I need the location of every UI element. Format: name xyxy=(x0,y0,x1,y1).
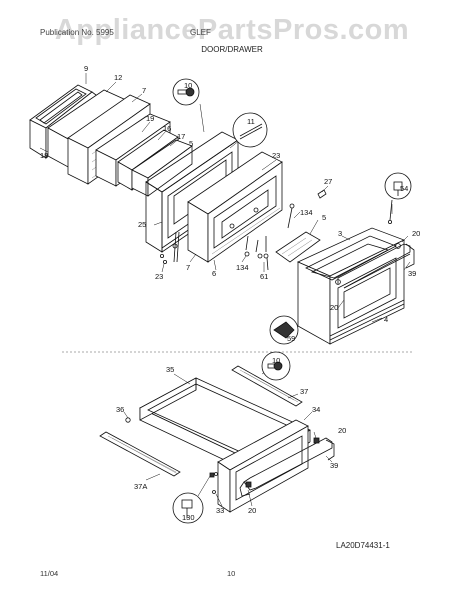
callout-23: 23 xyxy=(272,151,280,160)
callout-33: 33 xyxy=(216,506,224,515)
callout-7-panel: 7 xyxy=(186,263,190,272)
callout-12: 12 xyxy=(114,73,122,82)
callout-35: 35 xyxy=(166,365,174,374)
callout-20-drawer-cap: 20 xyxy=(338,426,346,435)
footer-date: 11/04 xyxy=(40,569,59,578)
badge-11 xyxy=(232,112,268,148)
callout-27: 27 xyxy=(324,177,332,186)
callout-20-drawer-end: 20 xyxy=(248,506,256,515)
part-small-panel xyxy=(275,231,321,263)
callout-39-drawer: 39 xyxy=(330,461,338,470)
callout-6: 6 xyxy=(212,269,216,278)
part-drawer-handle xyxy=(239,437,335,497)
part-drawer-front xyxy=(212,419,309,513)
callout-3: 3 xyxy=(338,229,342,238)
callout-37: 37 xyxy=(300,387,308,396)
callout-39-door: 39 xyxy=(408,269,416,278)
callout-18: 18 xyxy=(40,151,48,160)
callout-134-bottom: 134 xyxy=(236,263,249,272)
callout-34: 34 xyxy=(312,405,320,414)
part-inner-door xyxy=(187,151,283,263)
part-drawer-rail-left xyxy=(99,431,181,477)
callout-134-top: 134 xyxy=(300,208,313,217)
callout-17: 17 xyxy=(177,132,185,141)
callout-10-bottom: 10 xyxy=(272,356,280,365)
part-end-cap-right xyxy=(313,437,320,444)
part-clip xyxy=(317,189,327,199)
model-label: GLEF xyxy=(190,28,211,37)
callout-7: 7 xyxy=(142,86,146,95)
watermark: AppliancePartsPros.com xyxy=(54,14,410,46)
badge-54 xyxy=(384,172,412,200)
callout-54: 54 xyxy=(400,184,408,193)
part-screw-54 xyxy=(387,199,393,224)
badge-59 xyxy=(269,315,299,345)
part-drawer-rail-right xyxy=(231,365,303,407)
part-end-cap-left xyxy=(245,481,252,488)
section-title: DOOR/DRAWER xyxy=(201,45,263,54)
part-screws xyxy=(244,203,295,271)
callout-25: 25 xyxy=(138,220,146,229)
callout-10-top: 10 xyxy=(184,81,192,90)
badge-10-top xyxy=(172,78,200,106)
callout-11: 11 xyxy=(247,117,255,126)
part-outer-door xyxy=(297,227,406,345)
callout-9: 9 xyxy=(84,64,88,73)
callout-labels: 9 12 7 18 19 16 17 5 10 11 23 27 54 25 1… xyxy=(40,64,420,522)
callout-4: 4 xyxy=(384,315,388,324)
badge-130 xyxy=(172,492,204,524)
callout-16: 16 xyxy=(163,124,171,133)
callout-130: 130 xyxy=(182,513,195,522)
callout-5: 5 xyxy=(189,139,193,148)
part-door-handle xyxy=(337,243,415,289)
callout-61: 61 xyxy=(260,272,268,281)
part-slide-stop xyxy=(209,472,215,478)
leader-lines xyxy=(39,73,411,507)
callout-20-door: 20 xyxy=(412,229,420,238)
publication-number: Publication No. 5995 xyxy=(40,28,114,37)
callout-23-hinge: 23 xyxy=(155,272,163,281)
page-number: 10 xyxy=(227,569,236,578)
callout-37A: 37A xyxy=(134,482,147,491)
callout-19: 19 xyxy=(146,114,154,123)
part-hinge-left xyxy=(159,231,180,264)
part-bumper xyxy=(125,417,131,423)
callout-20-window: 20 xyxy=(330,303,338,312)
callout-36: 36 xyxy=(116,405,124,414)
callout-59: 59 xyxy=(287,334,295,343)
badge-10-bottom xyxy=(261,351,291,381)
callout-5-panel: 5 xyxy=(322,213,326,222)
figure-code: LA20D74431-1 xyxy=(336,541,390,550)
